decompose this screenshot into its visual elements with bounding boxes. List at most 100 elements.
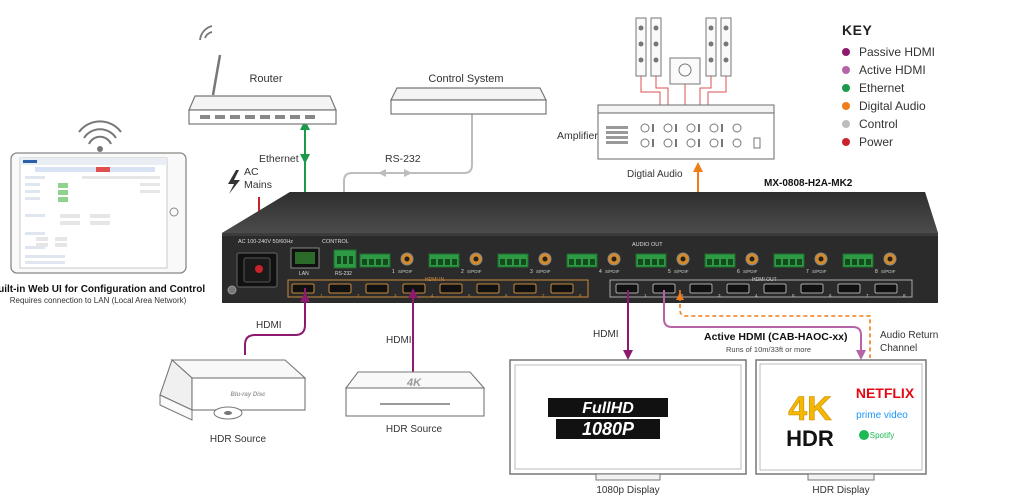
control-system: [390, 87, 547, 115]
legend-label: Control: [859, 117, 898, 131]
model-label: MX-0808-H2A-MK2: [764, 178, 853, 189]
ac-mains-label: AC Mains: [244, 166, 272, 192]
hdmi-out-port: 3: [689, 283, 721, 298]
audio-port-number: 6: [737, 269, 740, 275]
hdmi-cable-bluray: [244, 288, 306, 355]
hdmi-out-port: 5: [763, 283, 795, 298]
hdmi-in-number: 7: [542, 293, 545, 298]
spdif-label: S/PDIF: [467, 269, 482, 274]
legend-label: Passive HDMI: [859, 45, 936, 59]
active-hdmi-cable: [663, 290, 862, 358]
digital-audio-label: Digtial Audio: [627, 169, 683, 180]
4k-source-box: [344, 371, 486, 417]
hdmi-in-number: 4: [431, 293, 434, 298]
wifi-icon-tablet: [78, 120, 122, 152]
web-ui-title: Built-in Web UI for Configuration and Co…: [0, 284, 206, 295]
legend-label: Ethernet: [859, 81, 905, 95]
hdmi-in-number: 1: [320, 293, 323, 298]
hdmi-in-port: 5: [439, 283, 471, 298]
hdr-source-label-1: HDR Source: [209, 434, 267, 445]
legend-item: Ethernet: [842, 79, 1012, 97]
spdif-label: S/PDIF: [398, 269, 413, 274]
legend-item: Passive HDMI: [842, 43, 1012, 61]
hdmi-in-number: 2: [357, 293, 360, 298]
hdmi-label-2: HDMI: [386, 335, 412, 346]
control-system-label: Control System: [428, 73, 504, 85]
ac-mains-line1: AC: [244, 166, 259, 178]
hdmi-in-port: 1: [291, 283, 323, 298]
hdmi-in-number: 8: [579, 293, 582, 298]
audio-out-label: AUDIO OUT: [632, 242, 663, 248]
display-1080p: [509, 359, 747, 481]
hdmi-in-label: HDMI IN: [425, 277, 445, 283]
audio-port-number: 7: [806, 269, 809, 275]
audio-port-number: 1: [392, 269, 395, 275]
router-label: Router: [249, 73, 283, 85]
amplifier: [597, 17, 775, 160]
router: [188, 25, 337, 125]
display-hdr-label: HDR Display: [812, 485, 870, 496]
rs232-port-label: RS-232: [335, 271, 352, 277]
legend-label: Active HDMI: [859, 63, 926, 77]
hdmi-in-port: 3: [365, 283, 397, 298]
rs232-arrows: [378, 169, 412, 177]
hdmi-out-number: 8: [903, 293, 906, 298]
legend-item: Digital Audio: [842, 97, 1012, 115]
hdmi-out-port: 8: [874, 283, 906, 298]
wifi-icon: [199, 25, 213, 41]
hdmi-in-port: 8: [550, 283, 582, 298]
audio-port-number: 5: [668, 269, 671, 275]
hdmi-out-number: 3: [718, 293, 721, 298]
rs232-label: RS-232: [385, 153, 421, 165]
prime-video-logo: prime video: [856, 410, 908, 421]
hdmi-in-number: 6: [505, 293, 508, 298]
spdif-label: S/PDIF: [743, 269, 758, 274]
hdmi-out-number: 7: [866, 293, 869, 298]
audio-port-number: 4: [599, 269, 602, 275]
fullhd-text: FullHD: [582, 400, 634, 417]
arc-label-line1: Audio Return: [880, 330, 939, 341]
hdmi-in-port: 7: [513, 283, 545, 298]
audio-port-number: 2: [461, 269, 464, 275]
legend-item: Power: [842, 133, 1012, 151]
spdif-label: S/PDIF: [605, 269, 620, 274]
arc-dashed-line: [679, 290, 871, 358]
hdr-source-label-2: HDR Source: [385, 424, 443, 435]
ac-mains-line2: Mains: [244, 179, 273, 191]
hdmi-out-label: HDMI OUT: [752, 277, 777, 283]
lan-label: LAN: [299, 271, 309, 277]
audio-port-number: 3: [530, 269, 533, 275]
hdmi-in-port: 6: [476, 283, 508, 298]
legend-swatch: [842, 120, 850, 128]
4k-logo-text: 4K: [788, 390, 832, 428]
hdmi-out-number: 6: [829, 293, 832, 298]
hdmi-out-number: 2: [681, 293, 684, 298]
spdif-label: S/PDIF: [536, 269, 551, 274]
audio-port-number: 8: [875, 269, 878, 275]
hdmi-out-port: 6: [800, 283, 832, 298]
lightning-icon: [228, 170, 240, 194]
hdmi-label-3: HDMI: [593, 329, 619, 340]
arc-label: Audio Return Channel: [880, 329, 938, 355]
ethernet-label: Ethernet: [259, 153, 299, 165]
bluray-logo: Blu-ray Disc: [230, 392, 266, 398]
web-ui-subtitle: Requires connection to LAN (Local Area N…: [9, 296, 187, 305]
spdif-label: S/PDIF: [674, 269, 689, 274]
hdr-logo-text: HDR: [786, 426, 834, 451]
arc-label-line2: Channel: [880, 343, 918, 354]
legend-item: Active HDMI: [842, 61, 1012, 79]
1080p-text: 1080P: [582, 419, 635, 439]
hdmi-in-port: 2: [328, 283, 360, 298]
bluray-player: [159, 359, 307, 421]
hdmi-out-port: 7: [837, 283, 869, 298]
digital-audio-arrow: [693, 162, 703, 172]
legend-label: Digital Audio: [859, 99, 926, 113]
spdif-label: S/PDIF: [812, 269, 827, 274]
active-hdmi-note: Runs of 10m/33ft or more: [726, 345, 812, 354]
